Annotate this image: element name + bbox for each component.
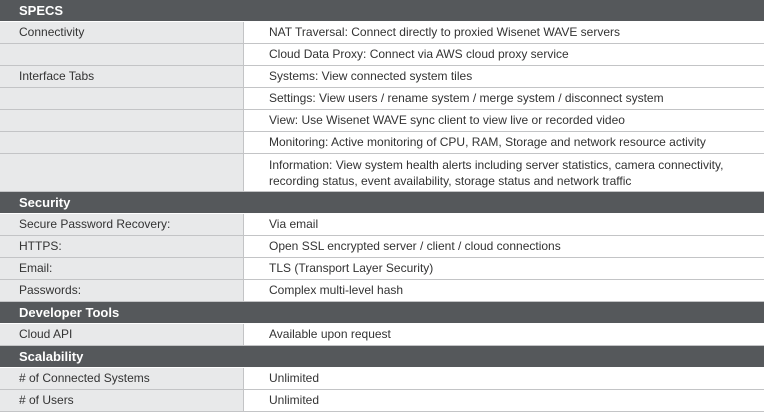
row-value: Unlimited xyxy=(244,368,764,389)
row-label xyxy=(0,44,244,65)
row-value: Monitoring: Active monitoring of CPU, RA… xyxy=(244,132,764,153)
table-row: Secure Password Recovery: Via email xyxy=(0,214,764,236)
section-header-security: Security xyxy=(0,192,764,214)
table-row: Cloud Data Proxy: Connect via AWS cloud … xyxy=(0,44,764,66)
table-row: Interface Tabs Systems: View connected s… xyxy=(0,66,764,88)
row-label: Interface Tabs xyxy=(0,66,244,87)
section-header-specs: SPECS xyxy=(0,0,764,22)
row-label: Passwords: xyxy=(0,280,244,301)
table-row: Passwords: Complex multi-level hash xyxy=(0,280,764,302)
table-row: Monitoring: Active monitoring of CPU, RA… xyxy=(0,132,764,154)
row-value: Unlimited xyxy=(244,390,764,411)
row-value: TLS (Transport Layer Security) xyxy=(244,258,764,279)
table-row: Information: View system health alerts i… xyxy=(0,154,764,192)
row-value: Complex multi-level hash xyxy=(244,280,764,301)
row-value: Via email xyxy=(244,214,764,235)
row-label: # of Users xyxy=(0,390,244,411)
row-label xyxy=(0,110,244,131)
table-row: Cloud API Available upon request xyxy=(0,324,764,346)
row-label: Cloud API xyxy=(0,324,244,345)
row-value: Available upon request xyxy=(244,324,764,345)
row-label xyxy=(0,132,244,153)
table-row: # of Connected Systems Unlimited xyxy=(0,368,764,390)
row-value: Settings: View users / rename system / m… xyxy=(244,88,764,109)
row-value: Cloud Data Proxy: Connect via AWS cloud … xyxy=(244,44,764,65)
row-value: View: Use Wisenet WAVE sync client to vi… xyxy=(244,110,764,131)
row-value: Open SSL encrypted server / client / clo… xyxy=(244,236,764,257)
row-label: Connectivity xyxy=(0,22,244,43)
table-row: # of Users Unlimited xyxy=(0,390,764,412)
table-row: View: Use Wisenet WAVE sync client to vi… xyxy=(0,110,764,132)
row-label: HTTPS: xyxy=(0,236,244,257)
section-header-developer-tools: Developer Tools xyxy=(0,302,764,324)
row-value: Systems: View connected system tiles xyxy=(244,66,764,87)
row-label: # of Connected Systems xyxy=(0,368,244,389)
row-label xyxy=(0,154,244,191)
table-row: HTTPS: Open SSL encrypted server / clien… xyxy=(0,236,764,258)
row-label xyxy=(0,88,244,109)
table-row: Settings: View users / rename system / m… xyxy=(0,88,764,110)
row-value: Information: View system health alerts i… xyxy=(244,154,764,191)
table-row: Email: TLS (Transport Layer Security) xyxy=(0,258,764,280)
section-header-scalability: Scalability xyxy=(0,346,764,368)
row-label: Email: xyxy=(0,258,244,279)
table-row: Connectivity NAT Traversal: Connect dire… xyxy=(0,22,764,44)
row-value: NAT Traversal: Connect directly to proxi… xyxy=(244,22,764,43)
row-label: Secure Password Recovery: xyxy=(0,214,244,235)
